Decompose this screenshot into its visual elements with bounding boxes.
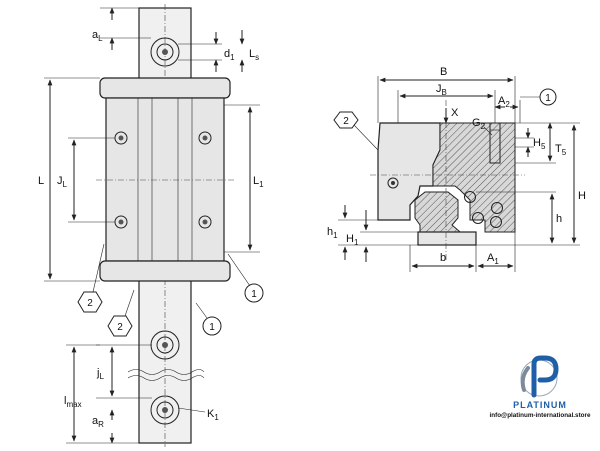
brand-block: PLATINUM info@platinum-international.sto… bbox=[480, 352, 600, 419]
svg-text:2: 2 bbox=[343, 116, 349, 127]
section-view: B JB A2 X G2 H5 T5 H bbox=[327, 66, 586, 272]
callout-reference-right: 1 bbox=[244, 283, 264, 303]
balls bbox=[464, 191, 503, 228]
svg-text:1: 1 bbox=[209, 322, 215, 333]
callout-reference-section: 1 bbox=[539, 88, 557, 106]
rail-hole-top bbox=[150, 37, 180, 67]
dim-aR: aR bbox=[92, 415, 104, 429]
callout-seal-left: 2 bbox=[77, 291, 103, 313]
dim-Ls: Ls bbox=[249, 48, 259, 62]
svg-text:1: 1 bbox=[251, 289, 257, 300]
callout-seal-bottom: 2 bbox=[107, 315, 133, 337]
carriage-body bbox=[105, 97, 225, 262]
platinum-logo-icon bbox=[520, 355, 559, 398]
dim-H5: H5 bbox=[533, 137, 546, 151]
callout-seal-section: 2 bbox=[333, 111, 359, 129]
dim-X: X bbox=[451, 107, 459, 119]
dim-A1: A1 bbox=[487, 252, 499, 266]
brand-email[interactable]: info@platinum-international.store bbox=[489, 412, 591, 419]
dim-H1: H1 bbox=[346, 233, 359, 247]
svg-text:1: 1 bbox=[545, 93, 551, 104]
dim-JL: JL bbox=[57, 175, 68, 189]
callout-reference-bottom: 1 bbox=[202, 316, 222, 336]
svg-text:2: 2 bbox=[87, 298, 93, 309]
dim-G2: G2 bbox=[472, 117, 486, 131]
dim-d1: d1 bbox=[224, 48, 235, 62]
dim-T5: T5 bbox=[555, 143, 567, 157]
dim-lmax: lmax bbox=[64, 395, 82, 409]
brand-name: PLATINUM bbox=[513, 400, 567, 410]
dim-b: b bbox=[440, 252, 446, 264]
top-view: aL d1 Ls L JL L1 jL bbox=[38, 4, 264, 447]
rail-hole-bottom bbox=[150, 395, 180, 425]
dim-A2: A2 bbox=[498, 95, 510, 109]
dim-L1: L1 bbox=[253, 175, 264, 189]
dim-aL: aL bbox=[92, 29, 103, 43]
dim-K1: K1 bbox=[207, 408, 219, 422]
svg-text:2: 2 bbox=[117, 322, 123, 333]
dim-h1: h1 bbox=[327, 226, 338, 240]
carriage-end-cap-top bbox=[99, 77, 231, 99]
carriage-end-cap-bottom bbox=[99, 260, 231, 282]
dim-h: h bbox=[556, 213, 562, 225]
dim-L: L bbox=[38, 175, 44, 187]
dim-H: H bbox=[578, 190, 586, 202]
dim-JB: JB bbox=[436, 83, 447, 97]
dim-jL: jL bbox=[96, 367, 104, 381]
dim-B: B bbox=[440, 66, 447, 78]
